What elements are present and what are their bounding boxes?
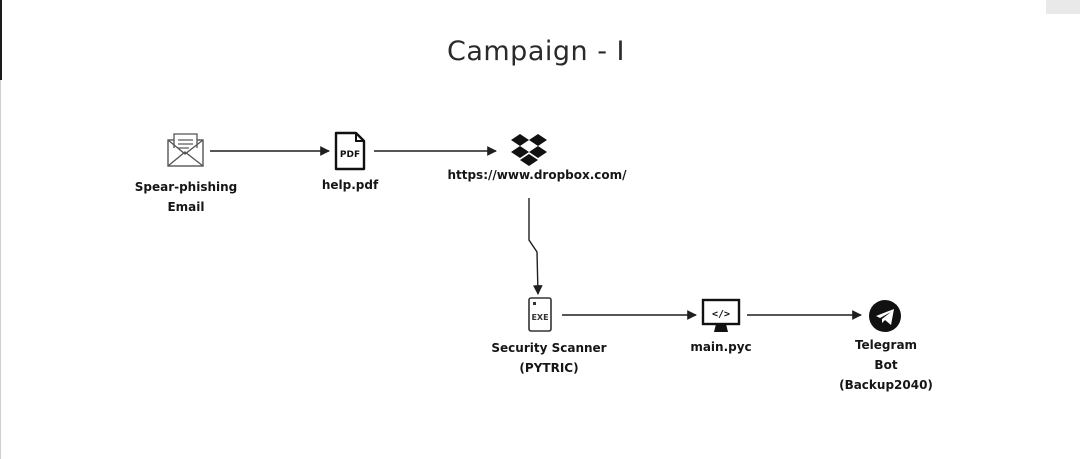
svg-text:PDF: PDF (340, 150, 360, 160)
pdf-file-icon: PDF (334, 131, 366, 171)
node-label-email: Spear-phishing Email (126, 177, 246, 217)
envelope-icon (167, 133, 204, 167)
code-monitor-icon: </> (701, 298, 741, 332)
node-label-line: Email (167, 200, 205, 214)
exe-file-icon: EXE (528, 297, 552, 332)
node-label-line: help.pdf (321, 178, 379, 192)
edge-dropbox-to-exe (528, 198, 543, 295)
frame-corner (1046, 0, 1080, 14)
node-label-line: Telegram (854, 338, 918, 352)
node-label-line: Bot (874, 358, 898, 372)
telegram-icon (869, 300, 901, 332)
node-label-line: main.pyc (690, 340, 752, 354)
node-label-line: (PYTRIC) (519, 361, 579, 375)
frame-edge (0, 80, 1, 459)
dropbox-icon (511, 134, 547, 166)
node-label-exe: Security Scanner (PYTRIC) (482, 338, 616, 378)
frame-edge (0, 0, 2, 80)
node-label-line: Security Scanner (491, 341, 607, 355)
node-label-line: https://www.dropbox.com/ (447, 168, 627, 182)
svg-text:</>: </> (712, 309, 730, 320)
node-label-line: (Backup2040) (839, 378, 933, 392)
node-label-pdf: help.pdf (300, 175, 400, 195)
node-label-dropbox: https://www.dropbox.com/ (430, 165, 644, 185)
svg-text:EXE: EXE (531, 313, 548, 322)
diagram-title: Campaign - I (446, 36, 625, 67)
node-label-pyc: main.pyc (671, 337, 771, 357)
node-label-line: Spear-phishing (134, 180, 238, 194)
node-label-telegram: Telegram Bot (Backup2040) (826, 335, 946, 395)
